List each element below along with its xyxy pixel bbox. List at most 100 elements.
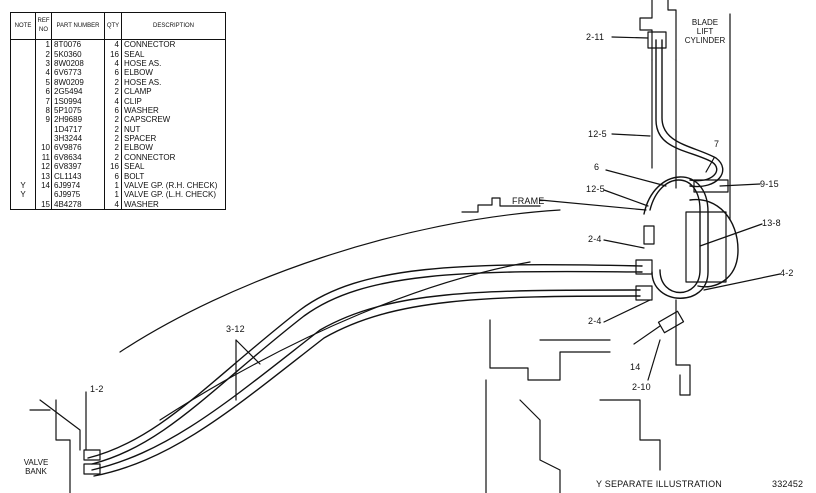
frame-bottom-2	[599, 374, 691, 471]
cell-description: SEAL	[121, 162, 226, 172]
hose-3b	[91, 289, 641, 471]
hose-3b-inner	[93, 295, 641, 477]
frame-rail-right	[667, 0, 677, 61]
callout-3-12: 3-12	[226, 324, 245, 334]
cell-part-number: 3H3244	[51, 133, 105, 144]
fitting-d	[657, 310, 685, 334]
cell-qty: 4	[104, 96, 122, 106]
cell-ref: 15	[35, 199, 52, 211]
cell-qty: 4	[104, 39, 122, 50]
cell-qty: 16	[104, 49, 122, 59]
cell-note	[10, 115, 36, 125]
cell-note	[10, 96, 36, 106]
valve-block	[685, 211, 727, 283]
blade-lift-cylinder-label: BLADE LIFT CYLINDER	[674, 18, 736, 45]
cell-ref	[35, 124, 52, 134]
parts-table: NOTE REF NO PART NUMBER QTY DESCRIPTION …	[10, 12, 226, 211]
cell-note	[10, 171, 36, 181]
callout-12-5-top: 12-5	[588, 129, 607, 139]
cell-note	[10, 68, 36, 78]
cell-note	[10, 39, 36, 50]
cell-qty: 2	[104, 115, 122, 125]
cell-qty: 16	[104, 162, 122, 172]
cell-description: CLAMP	[121, 86, 226, 97]
cell-part-number: 1S0994	[51, 96, 105, 106]
cell-note	[10, 58, 36, 69]
callout-4-2: 4-2	[780, 268, 794, 278]
cell-description: WASHER	[121, 199, 226, 211]
fitting-c	[643, 225, 655, 245]
valve-bank-top	[39, 399, 81, 451]
cell-part-number: 5P1075	[51, 105, 105, 116]
leader-12-5-mid	[603, 189, 649, 207]
cell-ref: 7	[35, 96, 52, 106]
leader-3-12-b	[235, 339, 261, 365]
hose-5a	[655, 39, 718, 182]
callout-9-15: 9-15	[760, 179, 779, 189]
fitting-b	[635, 285, 653, 301]
figure-number: 332452	[772, 479, 804, 489]
cell-part-number: 6J9975	[51, 190, 105, 200]
cell-qty: 2	[104, 86, 122, 97]
cell-part-number: 6V8397	[51, 162, 105, 172]
cell-description: CAPSCREW	[121, 115, 226, 125]
cell-part-number: 8W0208	[51, 58, 105, 69]
header-note: NOTE	[10, 12, 36, 40]
header-part: PART NUMBER	[51, 12, 105, 40]
cell-description: ELBOW	[121, 143, 226, 153]
cell-part-number: 6J9974	[51, 180, 105, 191]
header-desc: DESCRIPTION	[121, 12, 226, 40]
cell-note	[10, 162, 36, 172]
cell-part-number: 6V9876	[51, 143, 105, 153]
cell-ref: 10	[35, 143, 52, 153]
cell-description: SPACER	[121, 133, 226, 144]
hose-5b	[661, 39, 724, 188]
cell-qty: 2	[104, 152, 122, 163]
leader-13-8	[699, 223, 763, 247]
cell-note	[10, 133, 36, 144]
hose-loop-3	[689, 198, 739, 288]
valve-bank-line-2: BANK	[25, 467, 47, 476]
cell-ref: 14	[35, 180, 52, 191]
leader-7	[705, 157, 715, 173]
parts-table-header: NOTE REF NO PART NUMBER QTY DESCRIPTION	[10, 12, 226, 40]
leader-4-2	[703, 273, 781, 291]
cell-description: CONNECTOR	[121, 152, 226, 163]
cell-description: ELBOW	[121, 68, 226, 78]
blade-label-line-2: LIFT	[696, 27, 714, 36]
cell-qty: 4	[104, 58, 122, 69]
leader-9-15	[719, 183, 761, 187]
leader-2-10	[647, 339, 661, 381]
frame-arc-lower	[159, 261, 531, 421]
callout-2-4-top: 2-4	[588, 234, 602, 244]
cell-description: HOSE AS.	[121, 77, 226, 87]
cell-part-number: 4B4278	[51, 199, 105, 211]
callout-2-4-bot: 2-4	[588, 316, 602, 326]
cell-qty: 2	[104, 133, 122, 144]
frame-step	[461, 197, 541, 213]
cell-part-number: CL1143	[51, 171, 105, 181]
cell-qty: 4	[104, 199, 122, 211]
cell-ref: 11	[35, 152, 52, 163]
leader-frame	[539, 199, 647, 211]
valve-bank-fitting-1	[83, 449, 101, 461]
callout-2-10: 2-10	[632, 382, 651, 392]
leader-2-4-bot	[603, 299, 651, 323]
hose-loop-1	[649, 179, 701, 294]
cell-note	[10, 152, 36, 163]
hose-3a-inner	[91, 270, 643, 465]
header-qty: QTY	[104, 12, 122, 40]
cell-note	[10, 105, 36, 116]
header-ref: REF NO	[35, 12, 52, 40]
cell-note	[10, 86, 36, 97]
